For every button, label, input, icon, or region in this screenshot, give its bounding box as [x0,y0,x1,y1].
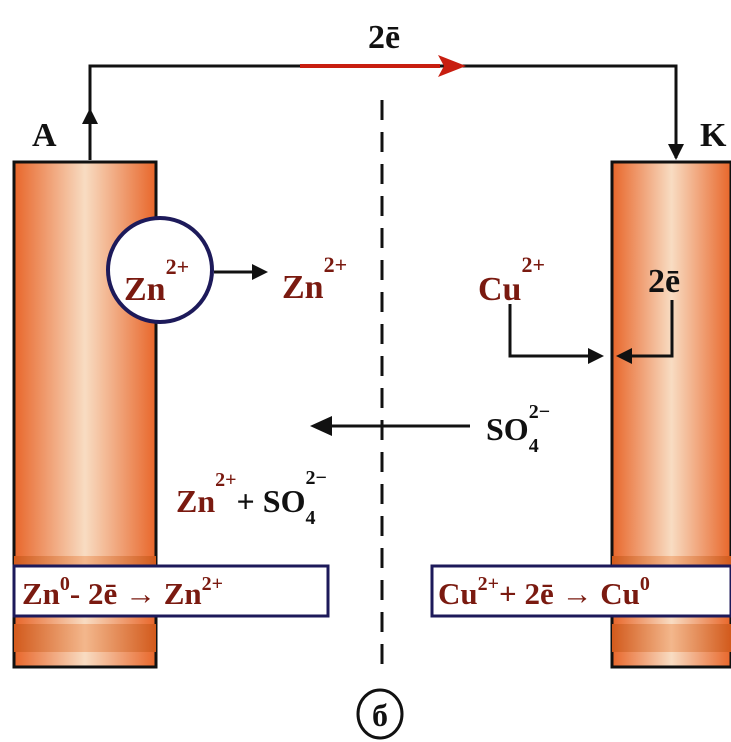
copper-ion-arrow-icon [588,348,604,364]
copper-ion-path [508,304,592,358]
electron-flow-arrow-icon [438,55,466,77]
copper-ion: Cu2+ [478,252,545,308]
cathode-label: K [700,117,727,154]
anode-label: A [32,117,57,154]
cathode-equation: Cu2++ 2ē → Cu0 [438,573,650,611]
zinc-ion-circle [106,216,214,324]
cathode-electron-path [628,300,674,358]
cathode-electrons: 2ē [648,263,680,300]
zinc-sulfate-ions: Zn2++ SO42− [176,467,327,529]
separator-label-badge [356,688,404,740]
anode-equation-box [12,564,330,618]
cathode-current-arrow-icon [668,144,684,160]
sulfate-ion: SO42− [486,401,550,457]
anode-equation: Zn0- 2ē → Zn2+ [22,573,223,611]
separator-label: б [372,697,388,733]
cathode-electron-arrow-icon [616,348,632,364]
sulfate-arrow-icon [310,416,332,436]
external-circuit [82,55,684,160]
anode-current-arrow-icon [82,108,98,124]
cathode-equation-box [430,564,731,618]
released-zinc-ion: Zn2+ [282,252,347,306]
dissolution-arrow-icon [252,264,268,280]
circle-ion-text: Zn2+ [124,254,189,308]
electron-flow-label: 2ē [368,19,400,56]
